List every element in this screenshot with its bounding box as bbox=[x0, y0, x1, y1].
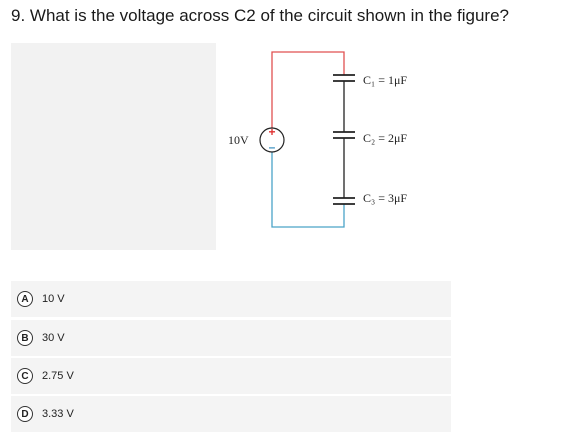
option-c-text: 2.75 V bbox=[42, 370, 74, 382]
option-a-letter: A bbox=[17, 291, 33, 307]
capacitor-c1-label: C₁ = 1μF bbox=[363, 73, 407, 87]
option-b-text: 30 V bbox=[42, 332, 65, 344]
capacitor-c2-label: C₂ = 2μF bbox=[363, 131, 407, 145]
option-a[interactable]: A 10 V bbox=[11, 281, 451, 317]
negative-wire bbox=[271, 152, 345, 228]
option-d-text: 3.33 V bbox=[42, 408, 74, 420]
capacitor-c2-symbol bbox=[333, 131, 355, 139]
option-a-text: 10 V bbox=[42, 293, 65, 305]
source-plus-sign: + bbox=[268, 125, 275, 139]
option-b[interactable]: B 30 V bbox=[11, 320, 451, 356]
option-c-letter: C bbox=[17, 368, 33, 384]
capacitor-c3-symbol bbox=[333, 197, 355, 205]
voltage-source-symbol: + – bbox=[259, 125, 285, 154]
voltage-source-label: 10V bbox=[228, 133, 249, 147]
option-c[interactable]: C 2.75 V bbox=[11, 358, 451, 394]
option-d-letter: D bbox=[17, 406, 33, 422]
capacitor-c1-symbol bbox=[333, 74, 355, 82]
option-b-letter: B bbox=[17, 330, 33, 346]
capacitor-c3-label: C₃ = 3μF bbox=[363, 191, 407, 205]
figure-panel bbox=[11, 43, 216, 250]
source-minus-sign: – bbox=[269, 140, 276, 154]
question-text: 9. What is the voltage across C2 of the … bbox=[11, 6, 509, 25]
positive-wire bbox=[271, 51, 345, 128]
option-d[interactable]: D 3.33 V bbox=[11, 396, 451, 432]
